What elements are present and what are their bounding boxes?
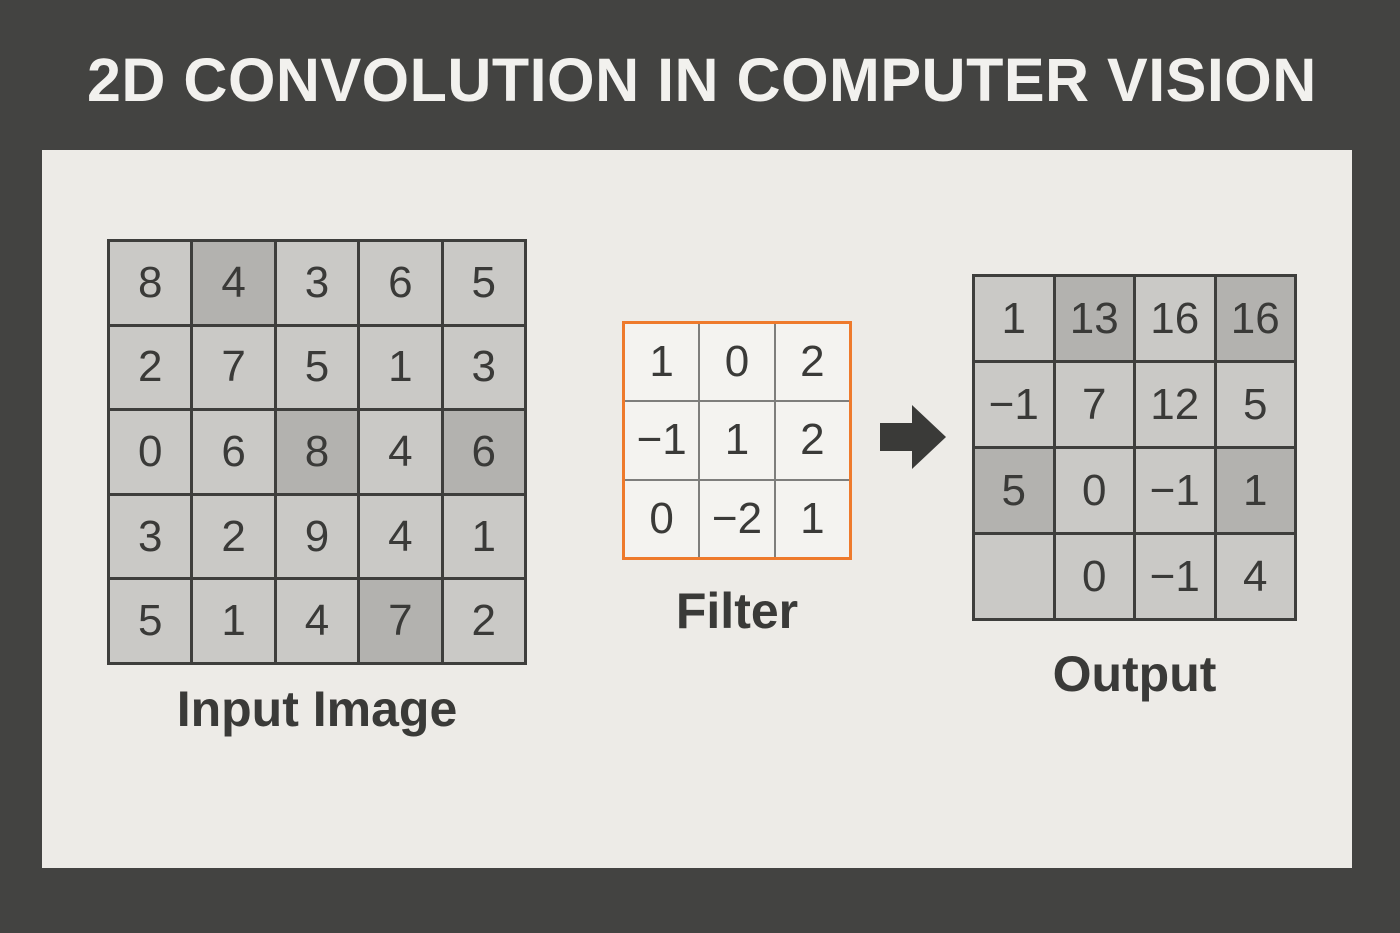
output-cell: 0: [1055, 535, 1133, 618]
input-cell: 6: [193, 411, 274, 493]
input-cell: 7: [360, 580, 441, 662]
input-cell: 2: [443, 580, 524, 662]
input-cell: 5: [276, 326, 358, 409]
input-cell: 4: [193, 242, 274, 324]
filter-cell: 2: [775, 324, 849, 401]
filter-cell: 1: [625, 324, 699, 401]
input-cell: 6: [443, 411, 524, 493]
input-cell: 3: [276, 242, 358, 324]
input-cell: 2: [110, 326, 191, 409]
filter-grid: 1 0 2 −1 1 2 0 −2 1: [622, 321, 852, 560]
output-cell: [975, 535, 1053, 618]
output-cell: 1: [1216, 449, 1294, 532]
output-cell: −1: [1136, 449, 1214, 532]
input-cell: 5: [443, 242, 524, 324]
input-cell: 1: [443, 495, 524, 578]
output-cell: −1: [1136, 535, 1214, 618]
filter-cell: −2: [700, 480, 774, 557]
output-cell: 13: [1055, 277, 1133, 360]
input-cell: 4: [276, 580, 358, 662]
output-cell: 5: [1216, 363, 1294, 446]
diagram-title: 2D CONVOLUTION IN COMPUTER VISION: [87, 46, 1317, 114]
output-cell: 16: [1136, 277, 1214, 360]
output-cell: 16: [1216, 277, 1294, 360]
input-cell: 2: [193, 495, 274, 578]
output-cell: 4: [1216, 535, 1294, 618]
filter-label: Filter: [675, 583, 799, 639]
input-cell: 0: [110, 411, 191, 493]
input-cell: 3: [110, 495, 191, 578]
input-cell: 4: [360, 495, 441, 578]
input-cell: 4: [360, 411, 441, 493]
output-cell: 12: [1136, 363, 1214, 446]
filter-cell: −1: [625, 402, 699, 479]
output-grid: 1 13 16 16 −1 7 12 5 5 0 −1 1 0 −1 4: [972, 274, 1297, 621]
output-label: Output: [1052, 646, 1217, 702]
input-cell: 5: [110, 580, 191, 662]
output-cell: 7: [1055, 363, 1133, 446]
output-cell: 5: [975, 449, 1053, 532]
filter-cell: 1: [775, 480, 849, 557]
input-cell: 1: [360, 326, 441, 409]
filter-cell: 0: [625, 480, 699, 557]
input-cell: 3: [443, 326, 524, 409]
output-cell: 1: [975, 277, 1053, 360]
input-image-label: Input Image: [176, 681, 458, 737]
input-cell: 9: [276, 495, 358, 578]
filter-cell: 2: [775, 402, 849, 479]
filter-cell: 0: [700, 324, 774, 401]
input-cell: 1: [193, 580, 274, 662]
input-cell: 7: [193, 326, 274, 409]
output-cell: −1: [975, 363, 1053, 446]
input-cell: 8: [276, 411, 358, 493]
input-image-grid: 8 4 3 6 5 2 7 5 1 3 0 6 8 4 6 3 2 9 4 1 …: [107, 239, 527, 665]
right-arrow-icon: [880, 405, 946, 469]
input-cell: 6: [360, 242, 441, 324]
filter-cell: 1: [700, 402, 774, 479]
input-cell: 8: [110, 242, 191, 324]
output-cell: 0: [1055, 449, 1133, 532]
